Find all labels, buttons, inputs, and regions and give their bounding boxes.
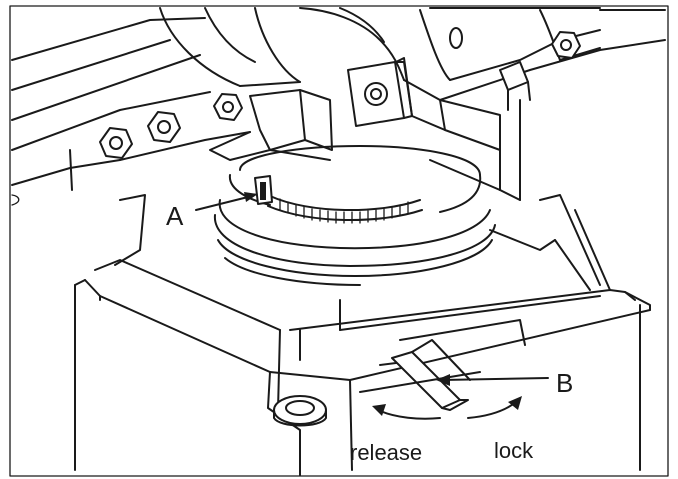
hex-bolt-3: [213, 93, 243, 121]
lock-lever: [359, 319, 526, 411]
label-a: A: [166, 201, 184, 231]
hex-bolt-2: [147, 111, 181, 143]
label-lock: lock: [494, 438, 534, 463]
diagram-border: [9, 5, 669, 477]
pointer-b-line: [436, 374, 549, 386]
base-bolt: [273, 395, 327, 427]
angle-scale: [267, 195, 423, 224]
label-release: release: [350, 440, 422, 465]
release-arrow: [372, 404, 441, 420]
clamp-block: [499, 61, 531, 111]
left-arm-assembly: [11, 17, 251, 206]
blade-guard-bracket: [209, 89, 333, 161]
label-b: B: [556, 368, 573, 398]
angle-pointer: [254, 175, 273, 205]
right-housing: [419, 7, 666, 101]
pointer-a-line: [195, 192, 258, 211]
base-plate: [74, 194, 651, 476]
lock-arrow: [467, 396, 522, 419]
turntable: [213, 145, 496, 286]
mounting-plate: [347, 57, 413, 127]
hex-bolt-4: [551, 31, 581, 59]
side-bracket: [403, 79, 521, 201]
hex-bolt-1: [99, 127, 133, 159]
motor-housing: [159, 7, 405, 87]
